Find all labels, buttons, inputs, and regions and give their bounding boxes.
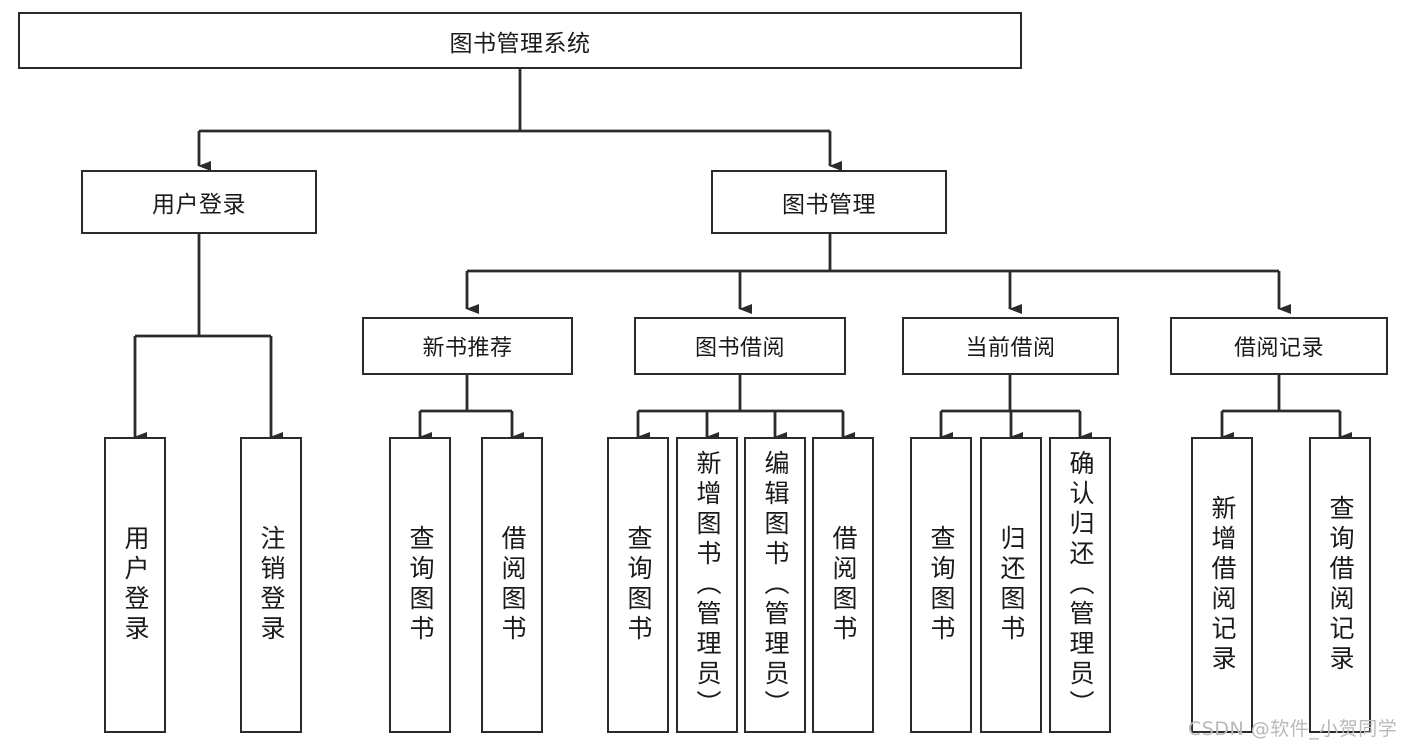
node-leaf-edit-book-label: 编辑图书（管理员）	[761, 450, 790, 720]
node-leaf-borrow-book-2[interactable]: 借阅图书	[812, 437, 874, 733]
node-leaf-logout[interactable]: 注销登录	[240, 437, 302, 733]
node-leaf-return-book-label: 归还图书	[997, 525, 1026, 645]
node-leaf-add-book[interactable]: 新增图书（管理员）	[676, 437, 738, 733]
node-borrow-record-label: 借阅记录	[1233, 336, 1324, 361]
node-book-management-label: 图书管理	[782, 192, 876, 218]
node-leaf-confirm-return[interactable]: 确认归还（管理员）	[1049, 437, 1111, 733]
node-leaf-add-record-label: 新增借阅记录	[1208, 495, 1237, 675]
node-leaf-query-book-3-label: 查询图书	[927, 525, 956, 645]
node-leaf-query-book-1-label: 查询图书	[406, 525, 435, 645]
node-leaf-confirm-return-label: 确认归还（管理员）	[1066, 450, 1095, 720]
node-leaf-borrow-book-2-label: 借阅图书	[829, 525, 858, 645]
node-new-book-recommend[interactable]: 新书推荐	[362, 317, 573, 375]
node-user-login-label: 用户登录	[152, 192, 246, 218]
node-leaf-add-book-label: 新增图书（管理员）	[693, 450, 722, 720]
node-book-borrow-label: 图书借阅	[694, 336, 785, 361]
node-book-borrow[interactable]: 图书借阅	[634, 317, 846, 375]
node-user-login[interactable]: 用户登录	[81, 170, 317, 234]
node-leaf-edit-book[interactable]: 编辑图书（管理员）	[744, 437, 806, 733]
node-leaf-query-record-label: 查询借阅记录	[1326, 495, 1355, 675]
node-leaf-logout-label: 注销登录	[257, 525, 286, 645]
node-book-management[interactable]: 图书管理	[711, 170, 947, 234]
node-leaf-return-book[interactable]: 归还图书	[980, 437, 1042, 733]
node-leaf-query-record[interactable]: 查询借阅记录	[1309, 437, 1371, 733]
node-current-borrow-label: 当前借阅	[965, 336, 1056, 361]
node-root-label: 图书管理系统	[449, 30, 591, 57]
node-new-book-recommend-label: 新书推荐	[422, 336, 513, 361]
node-leaf-borrow-book-1-label: 借阅图书	[498, 525, 527, 645]
node-leaf-user-login[interactable]: 用户登录	[104, 437, 166, 733]
node-borrow-record[interactable]: 借阅记录	[1170, 317, 1388, 375]
node-leaf-user-login-label: 用户登录	[121, 525, 150, 645]
node-leaf-add-record[interactable]: 新增借阅记录	[1191, 437, 1253, 733]
node-leaf-borrow-book-1[interactable]: 借阅图书	[481, 437, 543, 733]
node-current-borrow[interactable]: 当前借阅	[902, 317, 1119, 375]
node-leaf-query-book-3[interactable]: 查询图书	[910, 437, 972, 733]
node-leaf-query-book-2-label: 查询图书	[624, 525, 653, 645]
node-root[interactable]: 图书管理系统	[18, 12, 1022, 69]
node-leaf-query-book-2[interactable]: 查询图书	[607, 437, 669, 733]
node-leaf-query-book-1[interactable]: 查询图书	[389, 437, 451, 733]
